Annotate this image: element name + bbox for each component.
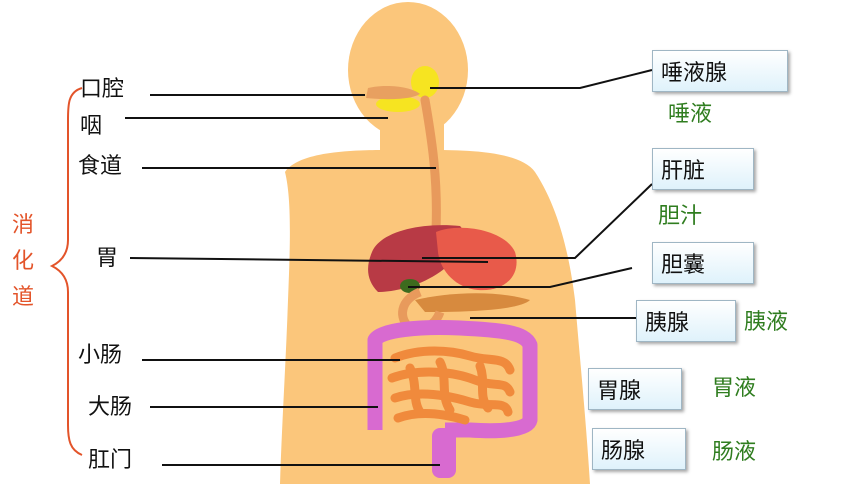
organ-label-anus: 肛门 xyxy=(88,448,133,473)
pancreas-shape xyxy=(415,293,530,312)
organ-label-esophagus: 食道 xyxy=(78,154,123,179)
rectum-shape xyxy=(432,428,456,478)
gland-box-liver: 肝脏 xyxy=(652,148,754,190)
oral-cavity-shape xyxy=(366,86,420,100)
esophagus-shape xyxy=(420,95,441,235)
gland-box-intestinal: 肠腺 xyxy=(592,428,686,470)
juice-label-pancreatic: 胰液 xyxy=(744,310,789,335)
gland-box-gallbladder: 胆囊 xyxy=(652,242,754,284)
juice-label-intestinal: 肠液 xyxy=(712,440,757,465)
salivary-gland-shape xyxy=(411,66,439,98)
juice-label-saliva: 唾液 xyxy=(668,102,713,127)
small-intestine-shape xyxy=(387,346,515,425)
large-intestine-shape xyxy=(367,320,538,439)
digestive-tract-char: 化 xyxy=(11,249,34,274)
juice-label-gastric: 胃液 xyxy=(712,376,757,401)
digestive-tract-char: 消 xyxy=(11,213,34,238)
organ-label-stomach: 胃 xyxy=(96,246,119,271)
sublingual-gland-shape xyxy=(376,96,420,112)
organ-label-small-intestine: 小肠 xyxy=(78,343,123,368)
leader-lines xyxy=(125,69,653,466)
gland-box-salivary: 唾液腺 xyxy=(652,50,788,92)
gland-box-pancreas: 胰腺 xyxy=(636,300,736,342)
organ-label-pharynx: 咽 xyxy=(80,114,103,139)
organ-label-mouth: 口腔 xyxy=(80,77,125,102)
digestive-tract-label: 消 化 道 xyxy=(10,208,36,316)
digestive-tract-bracket xyxy=(49,87,83,456)
organ-label-large-intestine: 大肠 xyxy=(88,395,133,420)
digestive-tract-char: 道 xyxy=(11,285,34,310)
gland-box-gastric: 胃腺 xyxy=(588,368,682,410)
juice-label-bile: 胆汁 xyxy=(658,204,703,229)
